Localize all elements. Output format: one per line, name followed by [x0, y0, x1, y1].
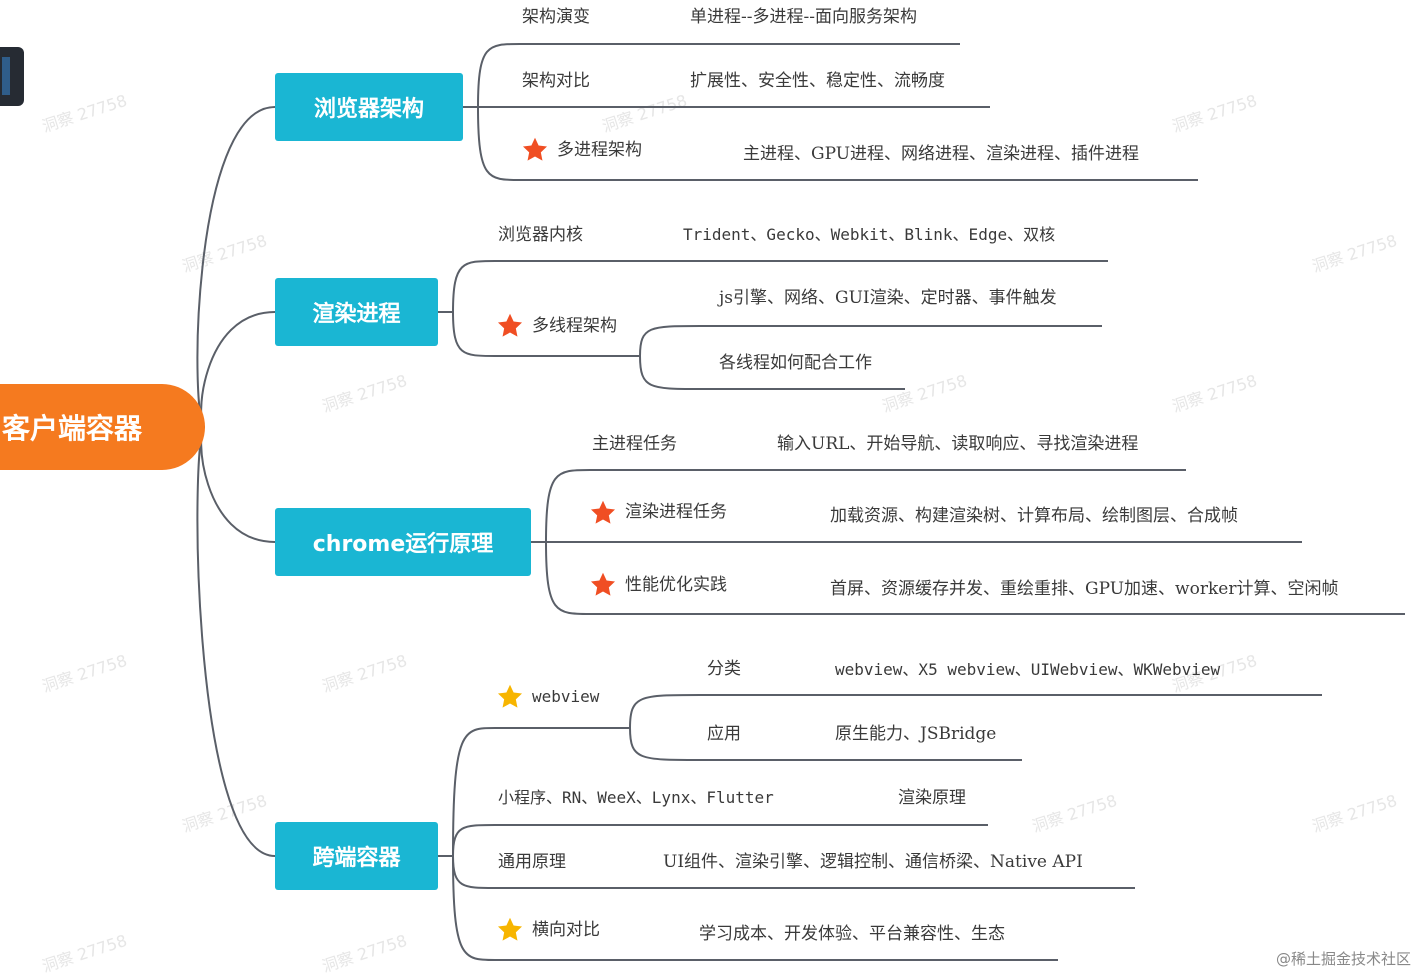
node-detail[interactable]: 单进程--多进程--面向服务架构 [690, 7, 917, 27]
connector [200, 311, 276, 428]
node-detail[interactable]: 加载资源、构建渲染树、计算布局、绘制图层、合成帧 [830, 506, 1238, 526]
connector [545, 469, 1186, 543]
connector [452, 824, 988, 857]
node-detail[interactable]: 输入URL、开始导航、读取响应、寻找渲染进程 [777, 434, 1139, 454]
node-detail[interactable]: 各线程如何配合工作 [719, 353, 872, 373]
node-label[interactable]: 主进程任务 [592, 434, 677, 454]
connector [639, 355, 905, 390]
node-label[interactable]: 通用原理 [498, 852, 566, 872]
credit-text: @稀土掘金技术社区 [1275, 950, 1411, 968]
star-red-icon [522, 137, 548, 161]
connector [452, 727, 630, 857]
node-detail[interactable]: 渲染原理 [898, 788, 966, 808]
connector [629, 694, 1322, 729]
connector [196, 426, 276, 857]
node-label[interactable]: 渲染进程任务 [625, 502, 727, 522]
connector [452, 855, 1058, 961]
connector [629, 727, 1022, 761]
node-label[interactable]: 多进程架构 [557, 140, 642, 160]
connector [639, 325, 1102, 357]
node-cross-platform[interactable]: 跨端容器 [275, 822, 438, 890]
node-detail[interactable]: 主进程、GPU进程、网络进程、渲染进程、插件进程 [743, 144, 1140, 164]
star-red-icon [497, 313, 523, 337]
connector [452, 260, 1108, 313]
connector [545, 541, 1405, 615]
star-yellow-icon [497, 684, 523, 708]
star-red-icon [590, 572, 616, 596]
node-render-process[interactable]: 渲染进程 [275, 278, 438, 346]
node-label[interactable]: 分类 [707, 659, 741, 679]
connector [452, 311, 640, 357]
node-detail[interactable]: webview、X5 webview、UIWebview、WKWebview [835, 660, 1221, 679]
connector [200, 426, 276, 543]
node-label[interactable]: 性能优化实践 [625, 575, 727, 595]
node-label[interactable]: 多线程架构 [532, 316, 617, 336]
node-detail[interactable]: Trident、Gecko、Webkit、Blink、Edge、双核 [683, 225, 1056, 244]
star-red-icon [590, 500, 616, 524]
node-detail[interactable]: 首屏、资源缓存并发、重绘重排、GPU加速、worker计算、空闲帧 [830, 579, 1339, 599]
node-detail[interactable]: 扩展性、安全性、稳定性、流畅度 [690, 71, 945, 91]
connector [477, 106, 1198, 181]
node-detail[interactable]: 学习成本、开发体验、平台兼容性、生态 [699, 924, 1005, 944]
node-label[interactable]: 小程序、RN、WeeX、Lynx、Flutter [498, 788, 774, 807]
star-yellow-icon [497, 917, 523, 941]
node-label[interactable]: 浏览器内核 [498, 225, 583, 245]
node-label[interactable]: webview [532, 687, 600, 706]
root-node[interactable]: 客户端容器 [0, 384, 205, 470]
connector [477, 43, 960, 108]
node-label[interactable]: 横向对比 [532, 920, 600, 940]
node-label[interactable]: 架构演变 [522, 7, 590, 27]
app-corner-icon[interactable] [0, 47, 24, 106]
connector [196, 106, 276, 428]
node-detail[interactable]: js引擎、网络、GUI渲染、定时器、事件触发 [719, 288, 1057, 308]
node-detail[interactable]: UI组件、渲染引擎、逻辑控制、通信桥梁、Native API [663, 852, 1083, 872]
node-chrome-principles[interactable]: chrome运行原理 [275, 508, 531, 576]
node-label[interactable]: 应用 [707, 724, 741, 744]
node-label[interactable]: 架构对比 [522, 71, 590, 91]
node-browser-architecture[interactable]: 浏览器架构 [275, 73, 463, 141]
node-detail[interactable]: 原生能力、JSBridge [835, 724, 997, 744]
